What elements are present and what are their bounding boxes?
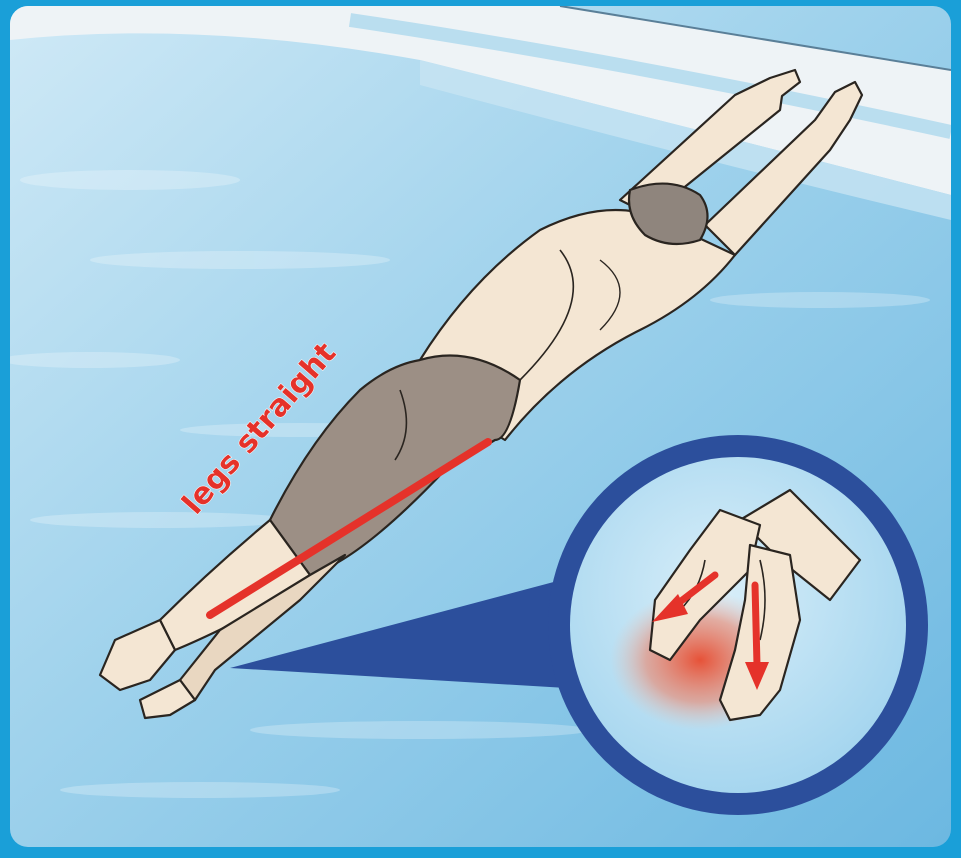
illustration-stage: legs straight <box>0 0 961 853</box>
swim-dive-illustration: legs straight <box>0 0 961 853</box>
